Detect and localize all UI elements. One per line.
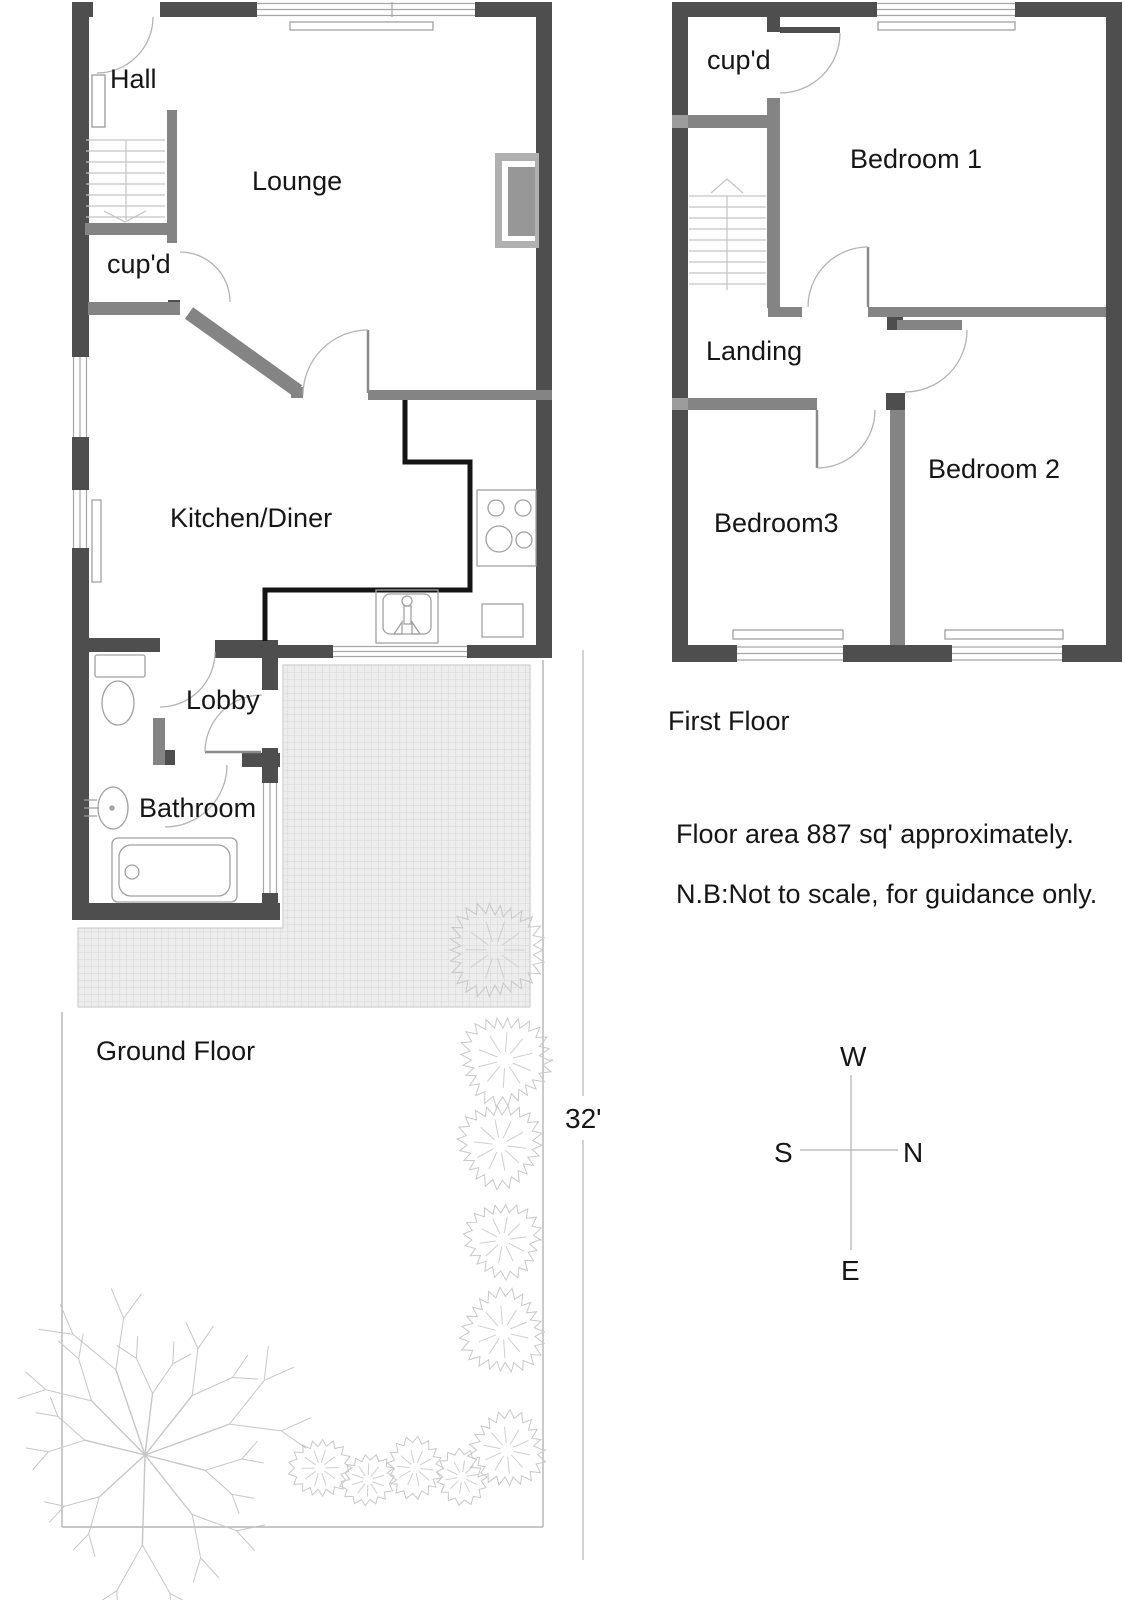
bushes [287,902,554,1507]
cupboard-door-arc-ff [779,32,841,94]
toilet-icon [94,654,146,726]
compass-south-label: S [774,1137,793,1168]
patio [77,664,531,1008]
gf-diagonal-wall [184,307,303,397]
room-label-bedroom2: Bedroom 2 [928,454,1060,484]
garden-fence [61,660,544,1528]
room-label-lounge: Lounge [252,166,342,196]
room-label-bathroom: Bathroom [139,793,256,823]
hall-radiator [289,21,434,31]
first-floor-plan: cup'd Bedroom 1 Landing Bedroom3 Bedroom… [668,2,1122,736]
room-label-bedroom3: Bedroom3 [714,508,839,538]
bedroom1-radiator [877,21,1016,31]
ff-outer-walls [672,2,1122,662]
ff-inner-walls [672,98,1106,645]
room-label-cupboard-ff: cup'd [707,45,771,75]
appliance-icon [481,603,524,638]
hob-icon [476,489,537,567]
front-door-leaf [91,74,106,128]
ff-radiators [732,21,1064,640]
front-door-arc [96,16,154,74]
fireplace-icon [495,153,539,248]
garden-door-arc [204,694,263,753]
floor-title-first: First Floor [668,706,790,736]
stairs-ground-icon [86,139,165,223]
stairs-first-icon [689,178,766,290]
tree [17,1288,312,1600]
bedroom3-radiator [732,629,844,640]
note-floor-area: Floor area 887 sq' approximately. [676,819,1074,849]
gf-doors [91,16,370,828]
ground-floor-plan: Hall Lounge cup'd Kitchen/Diner Lobby Ba… [72,2,602,1134]
bedroom2-radiator [944,629,1064,640]
kitchen-door-arc [302,329,369,396]
bedroom3-door-arc [816,409,876,469]
room-label-lobby: Lobby [186,685,260,715]
gf-fixtures [84,21,539,903]
note-disclaimer: N.B:Not to scale, for guidance only. [676,879,1097,909]
gf-inner-walls [85,110,552,765]
sink-icon [375,589,439,644]
gf-windows [72,2,475,893]
kitchen-radiator [91,499,102,583]
lobby-door-arc [159,651,216,708]
ff-wall-junctions [672,115,688,410]
garden [17,650,584,1600]
dimension-label: 32' [565,1103,602,1134]
compass-north-label: N [903,1137,923,1168]
compass-east-label: E [841,1255,860,1286]
basin-icon [84,786,129,830]
bathtub-icon [111,837,238,903]
room-label-bedroom1: Bedroom 1 [850,144,982,174]
bedroom1-door-arc [807,246,869,308]
bedroom2-door-arc [904,329,968,393]
ff-windows [737,2,1062,661]
bathroom-door-arc [164,764,228,828]
worktop-outline [262,400,473,641]
floor-title-ground: Ground Floor [96,1036,255,1066]
compass-cross [800,1075,898,1250]
gf-outer-walls [72,2,552,920]
room-label-hall: Hall [110,64,157,94]
compass: W S N E [774,1041,923,1286]
compass-west-label: W [840,1041,867,1072]
cupboard-door-arc [179,251,231,303]
room-label-kitchen: Kitchen/Diner [170,503,332,533]
annotations: Floor area 887 sq' approximately. N.B:No… [676,819,1097,909]
room-label-cupboard-gf: cup'd [107,249,171,279]
ff-doors [779,32,968,469]
room-label-landing: Landing [706,336,802,366]
